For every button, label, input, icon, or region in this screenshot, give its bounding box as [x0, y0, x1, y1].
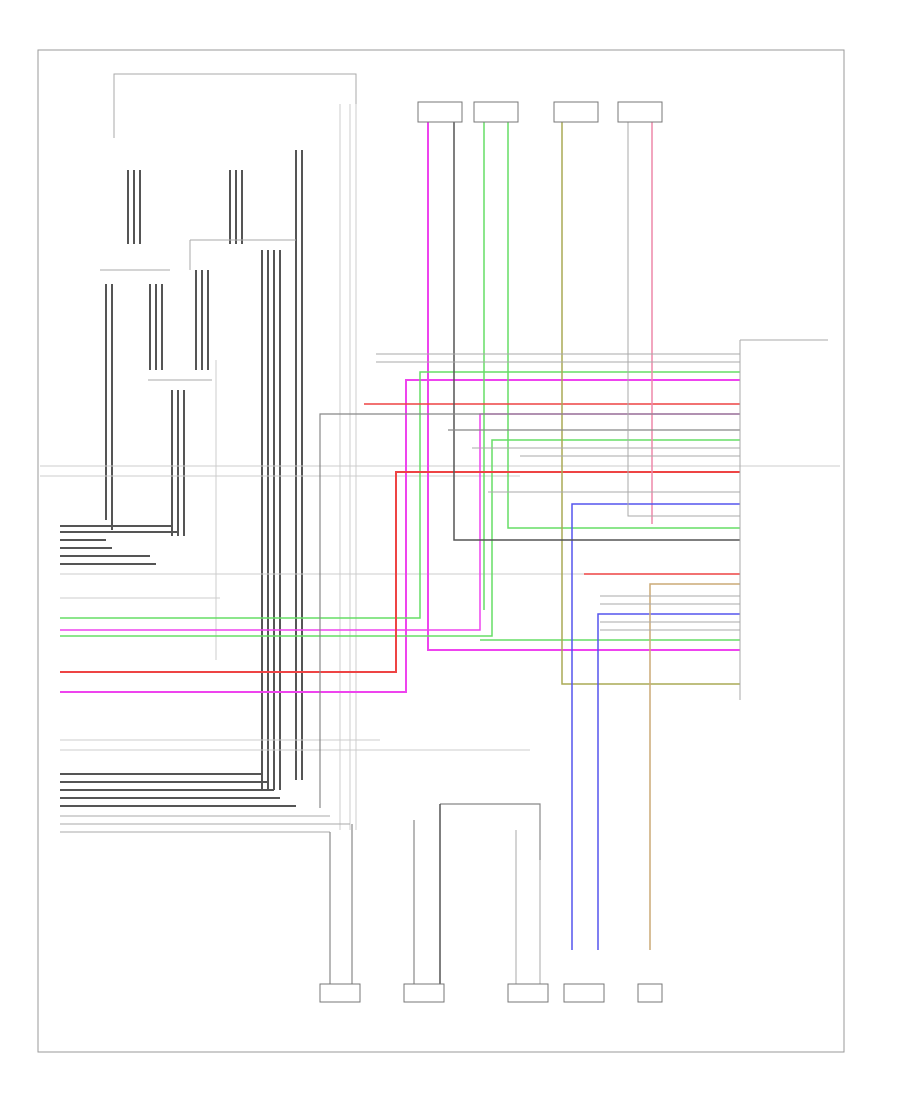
lower-devices [319, 983, 663, 1003]
lower-device-4 [563, 983, 605, 1003]
device-body [403, 983, 445, 1003]
upper-devices [417, 101, 663, 123]
left-connector-pins [40, 465, 840, 833]
device-body [553, 101, 599, 123]
control-unit-bracket [113, 73, 357, 138]
device-body [617, 101, 663, 123]
device-body [473, 101, 519, 123]
signal-wires [60, 120, 740, 990]
device-body [319, 983, 361, 1003]
diagram-frame [37, 49, 845, 1053]
upper-device-4 [617, 101, 663, 123]
upper-device-1 [417, 101, 463, 123]
device-body [563, 983, 605, 1003]
upper-device-3 [553, 101, 599, 123]
left-harness-tree [100, 104, 357, 830]
lower-device-3 [507, 983, 549, 1003]
lower-device-2 [403, 983, 445, 1003]
upper-device-2 [473, 101, 519, 123]
device-body [507, 983, 549, 1003]
lower-device-1 [319, 983, 361, 1003]
device-body [417, 101, 463, 123]
lower-device-5 [637, 983, 663, 1003]
amplifier-connector [739, 339, 828, 700]
device-body [637, 983, 663, 1003]
